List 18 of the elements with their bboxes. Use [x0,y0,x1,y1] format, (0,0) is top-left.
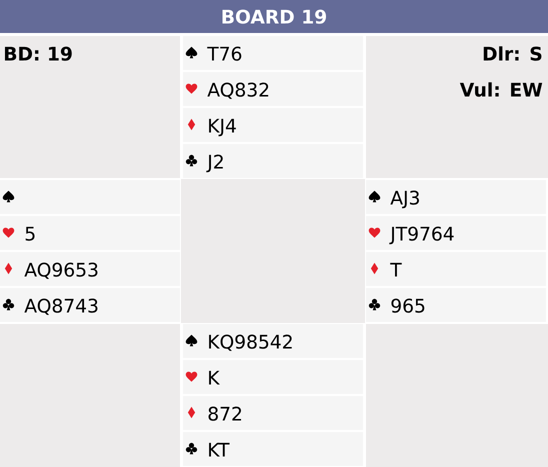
table-cell: AJ3 [366,180,546,214]
table-cell: BD: 19 [0,36,180,178]
table-cell: AQ9653 [0,252,180,286]
table-cell: K [183,360,363,394]
table-cell: T [366,252,546,286]
table-cell: JT9764 [366,216,546,250]
table-cell: 872 [183,396,363,430]
title-bar: BOARD 19 [0,0,548,33]
table-cell: J2 [183,144,363,178]
table-cell: AQ832 [183,72,363,106]
table-cell: KT [183,432,363,466]
table-cell: Dlr: S Vul: EW [366,36,548,178]
table-cell: 965 [366,288,546,322]
table-cell: KJ4 [183,108,363,142]
table-cell: KQ98542 [183,324,363,358]
table-cell: AQ8743 [0,288,180,322]
table-cell: T76 [183,36,363,70]
table-cell: 5 [0,216,180,250]
